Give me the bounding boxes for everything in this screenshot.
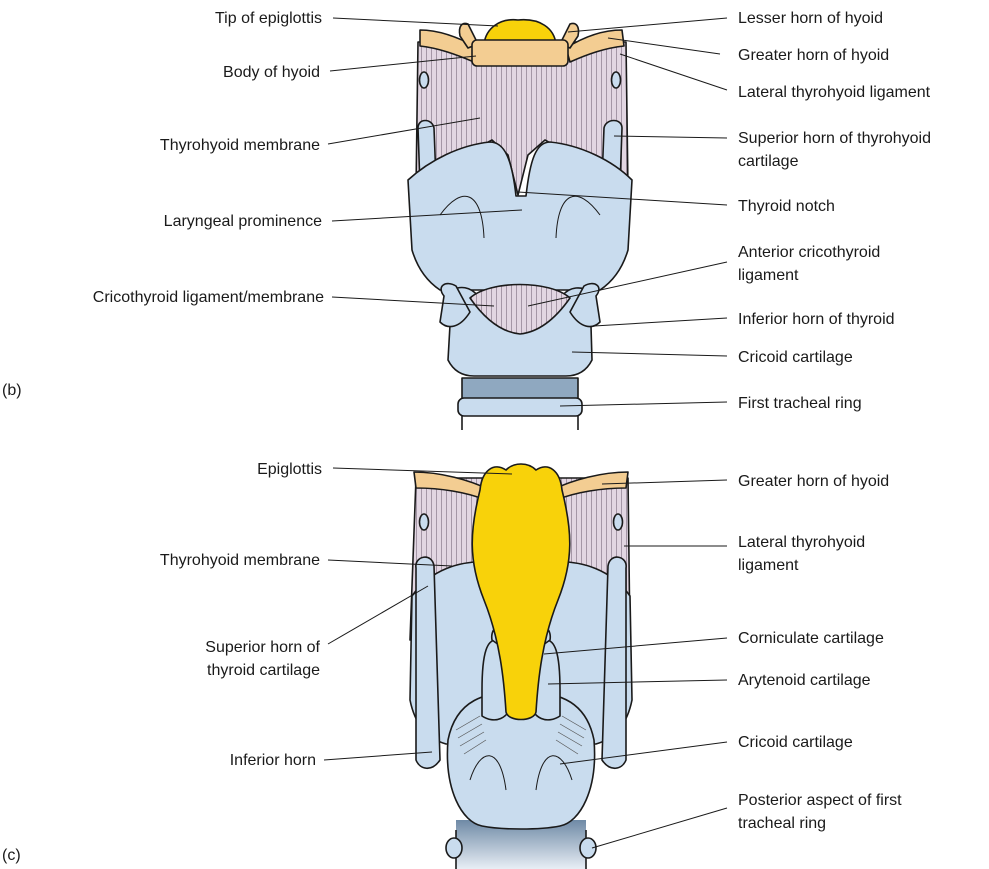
- b-triticeous-right: [612, 72, 621, 88]
- label-lesser-horn-of-hyoid: Lesser horn of hyoid: [738, 10, 883, 27]
- label-first-tracheal-ring: First tracheal ring: [738, 395, 862, 412]
- label-posterior-aspect-line2: tracheal ring: [738, 815, 826, 832]
- label-anterior-cricothyroid-line2: ligament: [738, 267, 799, 284]
- label-epiglottis: Epiglottis: [257, 461, 322, 478]
- label-thyroid-notch: Thyroid notch: [738, 198, 835, 215]
- label-superior-horn-b-line2: cartilage: [738, 153, 799, 170]
- label-thyrohyoid-membrane-b: Thyrohyoid membrane: [160, 137, 320, 154]
- label-thyrohyoid-membrane-c: Thyrohyoid membrane: [160, 552, 320, 569]
- c-triticeous-right: [614, 514, 623, 530]
- label-superior-horn-c-line1: Superior horn of: [205, 639, 320, 656]
- b-first-tracheal-ring: [458, 398, 582, 416]
- label-laryngeal-prominence: Laryngeal prominence: [164, 213, 322, 230]
- label-lateral-thyrohyoid-c-line1: Lateral thyrohyoid: [738, 534, 865, 551]
- label-inferior-horn-of-thyroid: Inferior horn of thyroid: [738, 311, 895, 328]
- b-trachea-band: [462, 378, 578, 400]
- label-superior-horn-b-line1: Superior horn of thyrohyoid: [738, 130, 931, 147]
- label-superior-horn-c-line2: thyroid cartilage: [207, 662, 320, 679]
- b-hyoid-body: [472, 40, 568, 66]
- label-anterior-cricothyroid-line1: Anterior cricothyroid: [738, 244, 880, 261]
- c-tracheal-ring-left: [446, 838, 462, 858]
- label-greater-horn-of-hyoid-b: Greater horn of hyoid: [738, 47, 889, 64]
- label-tip-of-epiglottis: Tip of epiglottis: [215, 10, 322, 27]
- panel-c-illustration: [410, 464, 632, 869]
- label-lateral-thyrohyoid-ligament-b: Lateral thyrohyoid ligament: [738, 84, 931, 101]
- label-body-of-hyoid: Body of hyoid: [223, 64, 320, 81]
- b-triticeous-left: [420, 72, 429, 88]
- label-arytenoid-cartilage: Arytenoid cartilage: [738, 672, 871, 689]
- label-lateral-thyrohyoid-c-line2: ligament: [738, 557, 799, 574]
- c-triticeous-left: [420, 514, 429, 530]
- label-greater-horn-of-hyoid-c: Greater horn of hyoid: [738, 473, 889, 490]
- label-cricoid-cartilage-c: Cricoid cartilage: [738, 734, 853, 751]
- panel-b-illustration: [408, 20, 632, 430]
- b-trachea-continuation: [462, 416, 578, 430]
- panel-b-tag: (b): [2, 382, 22, 399]
- label-corniculate-cartilage: Corniculate cartilage: [738, 630, 884, 647]
- label-cricoid-cartilage-b: Cricoid cartilage: [738, 349, 853, 366]
- panel-c-tag: (c): [2, 847, 21, 864]
- label-inferior-horn: Inferior horn: [230, 752, 316, 769]
- label-cricothyroid-ligament: Cricothyroid ligament/membrane: [93, 289, 324, 306]
- label-posterior-aspect-line1: Posterior aspect of first: [738, 792, 902, 809]
